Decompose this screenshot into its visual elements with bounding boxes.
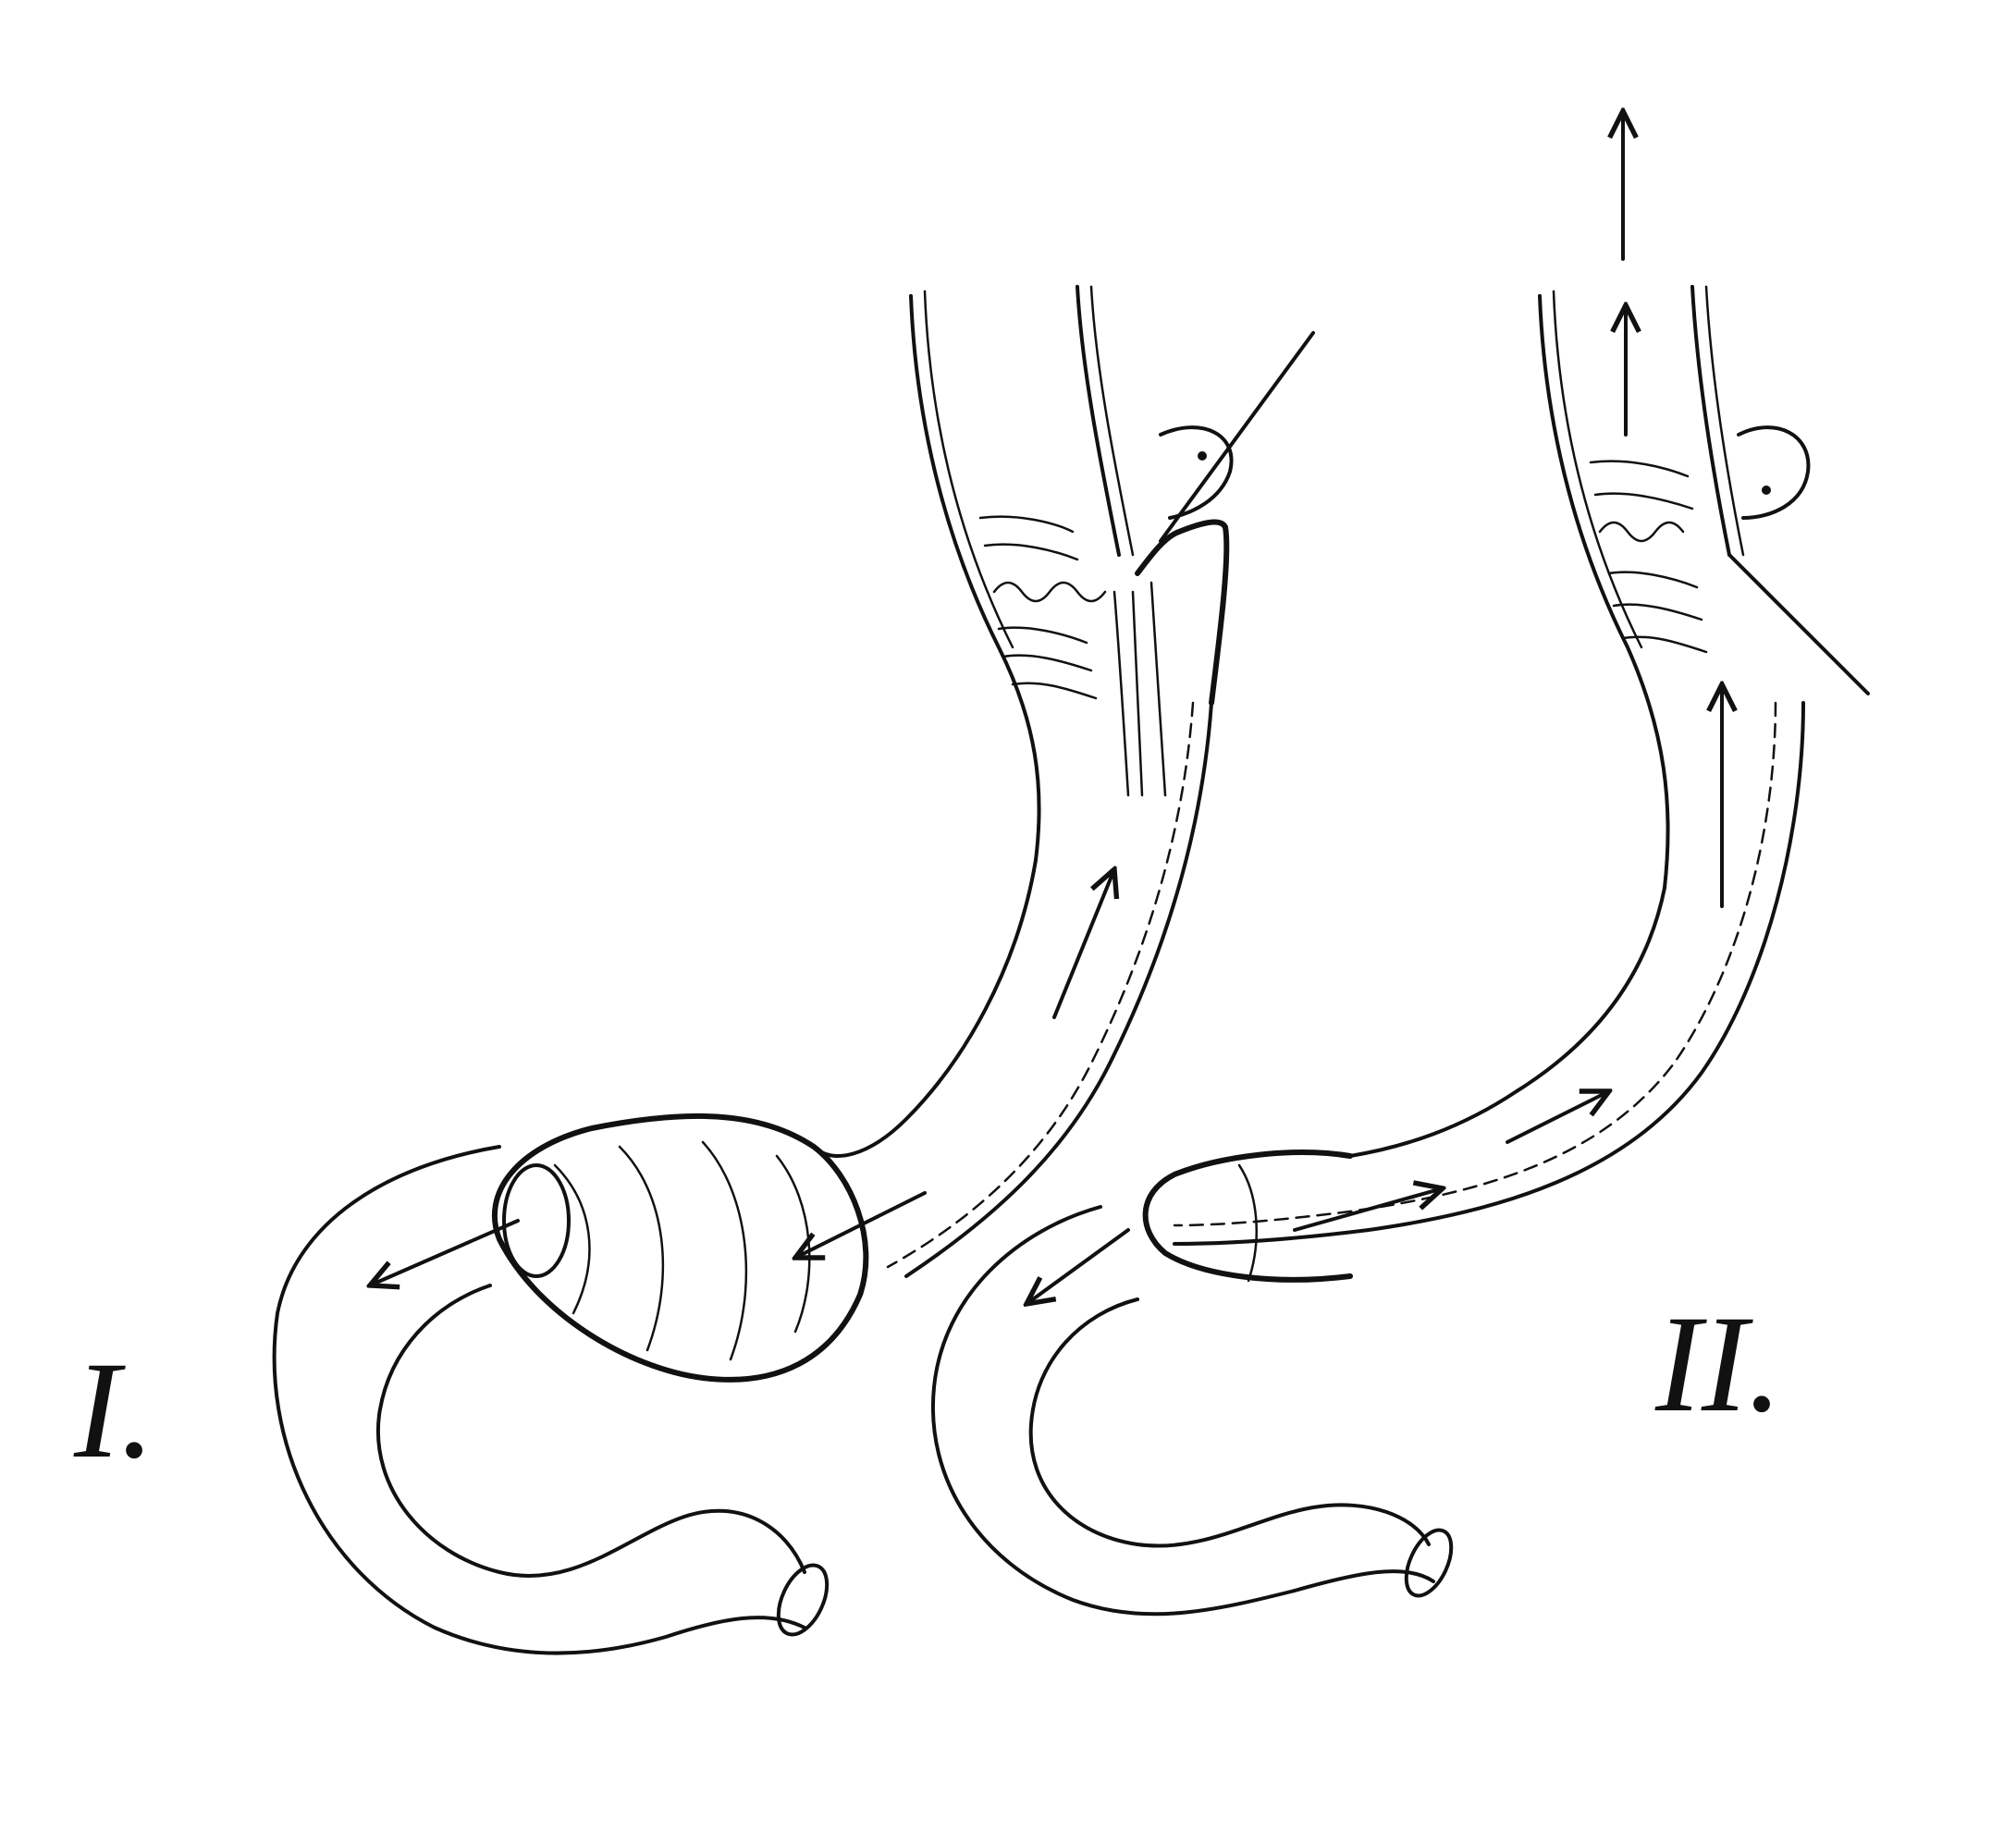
- limb-outer: [272, 1145, 806, 1655]
- diaphragm-tab: [1159, 425, 1234, 520]
- mucosa-line-3: [997, 626, 1088, 645]
- esophagus-right-wall: [1076, 285, 1121, 557]
- pouch-band-4: [775, 1154, 811, 1334]
- plication-fold-inner-3: [1149, 581, 1167, 797]
- esophagus-left-wall-inner-2: [1552, 289, 1643, 649]
- esophagus-right-wall-inner-2: [1704, 285, 1745, 557]
- gastric-tube-left: [812, 858, 1038, 1158]
- gastric-tube-right-2: [1173, 701, 1805, 1246]
- mucosa-line-2-5: [1621, 635, 1708, 654]
- mucosa-line-2-2: [1593, 492, 1694, 510]
- esophagus-right-wall-2: [1690, 285, 1731, 557]
- mucosa-line-2-1: [1589, 460, 1690, 478]
- anastomosis-ring: [502, 1163, 571, 1278]
- flow-arrow-into-pouch: [795, 1191, 927, 1258]
- mucosa-line-1: [978, 515, 1075, 534]
- limb-open-end-2: [1404, 1528, 1454, 1598]
- panel-label-two: II.: [1655, 1287, 1783, 1441]
- flow-arrow-into-limb: [370, 1219, 520, 1285]
- gastric-tube-left-2: [1348, 886, 1666, 1158]
- mucosa-wavy: [992, 581, 1107, 603]
- clamp-line-2: [1727, 553, 1870, 695]
- gastric-tube-staple-line-2: [1173, 701, 1777, 1227]
- pouch-outline: [492, 1113, 869, 1383]
- plication-fold-inner: [1112, 590, 1130, 797]
- flow-arrow-tube-2: [1293, 1188, 1443, 1232]
- mucosa-line-5: [1011, 682, 1098, 700]
- mucosa-wavy-2: [1598, 521, 1685, 543]
- diaphragm-tab-2: [1737, 425, 1811, 520]
- limb-inner-2: [1028, 1297, 1431, 1548]
- diaphragm-dot: [1198, 451, 1207, 461]
- limb-outer-2: [930, 1205, 1435, 1617]
- esophagus-left-wall-2: [1538, 294, 1670, 890]
- esophagus-left-wall-inner: [923, 289, 1014, 649]
- plication-fold-inner-2: [1131, 590, 1144, 797]
- plication-fold: [1135, 519, 1230, 706]
- pouch-band-1: [553, 1163, 591, 1315]
- mucosa-line-2-4: [1612, 603, 1703, 621]
- clamp-line: [1159, 331, 1315, 543]
- pouch-band-3: [701, 1140, 748, 1361]
- panel-label-one: I.: [74, 1334, 155, 1487]
- limb-open-end: [776, 1563, 830, 1637]
- esophagus-left-wall: [909, 294, 1041, 862]
- pouch-band-2: [618, 1145, 665, 1352]
- esophagus-right-wall-inner: [1089, 285, 1135, 557]
- panel-two: [930, 111, 1870, 1617]
- flow-arrow-ascending: [1052, 869, 1114, 1019]
- limb-inner: [375, 1284, 806, 1578]
- pouch-outline-2: [1142, 1150, 1353, 1283]
- panel-one: [272, 285, 1315, 1655]
- gastric-tube-staple-line: [886, 701, 1195, 1269]
- mucosa-line-4: [1002, 654, 1093, 672]
- flow-arrow-mid-2: [1506, 1091, 1609, 1144]
- mucosa-line-2-3: [1607, 571, 1699, 589]
- gastric-tube-right: [904, 701, 1213, 1278]
- flow-arrow-into-limb-2: [1026, 1228, 1130, 1304]
- diaphragm-dot-2: [1762, 486, 1771, 495]
- pouch-band-2-1: [1237, 1163, 1258, 1283]
- mucosa-line-2: [983, 543, 1079, 561]
